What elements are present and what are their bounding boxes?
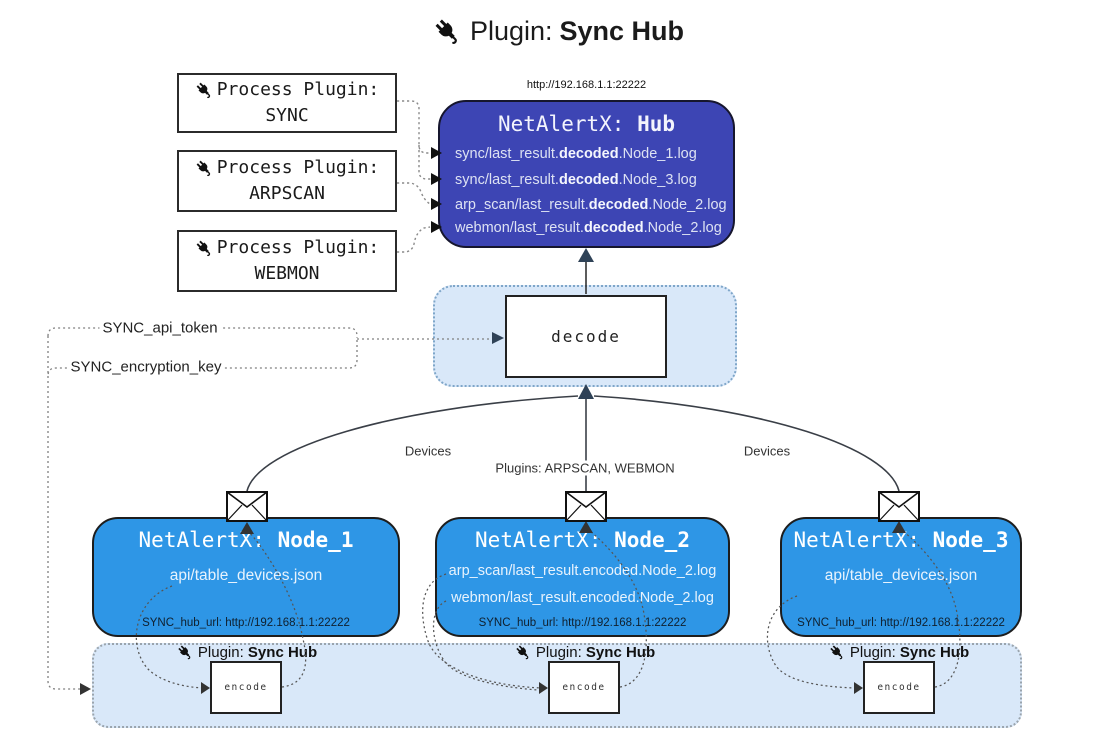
process-plugin-name: WEBMON: [254, 263, 320, 284]
node-title: NetAlertX: Node_2: [475, 528, 690, 552]
encode-box: encode: [863, 661, 935, 714]
process-plugin-label: Process Plugin:: [216, 237, 380, 258]
node-hub-url: SYNC_hub_url: http://192.168.1.1:22222: [797, 617, 1005, 629]
node-title: NetAlertX: Node_1: [138, 528, 354, 552]
node-hub-url: SYNC_hub_url: http://192.168.1.1:22222: [142, 617, 350, 629]
hub-box: NetAlertX: Hub sync/last_result.decoded.…: [438, 100, 735, 248]
node-title: NetAlertX: Node_3: [793, 528, 1009, 552]
node-to-decode-curves: [246, 395, 900, 492]
hub-log-line: webmon/last_result.decoded.Node_2.log: [455, 220, 722, 236]
page-title-bold: Sync Hub: [559, 16, 685, 46]
node-hub-url: SYNC_hub_url: http://192.168.1.1:22222: [478, 617, 687, 629]
node-file-line: arp_scan/last_result.encoded.Node_2.log: [448, 563, 717, 579]
node-file-lines: arp_scan/last_result.encoded.Node_2.log …: [437, 558, 728, 612]
sync-hub-plugin-label: Plugin: Sync Hub: [177, 644, 317, 661]
node-box-node3: NetAlertX: Node_3 api/table_devices.json…: [780, 517, 1022, 637]
plug-icon: [196, 240, 210, 256]
sync-hub-plugin-label: Plugin: Sync Hub: [515, 644, 655, 661]
process-plugin-label: Process Plugin:: [216, 79, 380, 100]
encode-box: encode: [548, 661, 620, 714]
edge-label-devices-left: Devices: [401, 443, 455, 459]
process-plugin-name: SYNC: [265, 105, 309, 126]
envelope-icon: [226, 491, 268, 522]
hub-log-line: arp_scan/last_result.decoded.Node_2.log: [455, 197, 727, 213]
encode-box: encode: [210, 661, 282, 714]
process-plugin-name: ARPSCAN: [249, 183, 325, 204]
decode-to-hub-arrow-icon: [578, 248, 594, 262]
page-title: Plugin: Sync Hub: [0, 16, 1117, 47]
plug-icon: [196, 160, 210, 176]
sync-encryption-key-label: SYNC_encryption_key: [67, 358, 225, 376]
band-entry-arrow-icon: [80, 683, 91, 695]
sync-api-token-label: SYNC_api_token: [99, 319, 221, 337]
process-plugin-box-arpscan: Process Plugin: ARPSCAN: [177, 150, 397, 212]
decode-box: decode: [505, 295, 667, 378]
envelope-icon: [565, 491, 607, 522]
hub-log-list: sync/last_result.decoded.Node_1.log sync…: [440, 141, 733, 239]
envelope-icon: [878, 491, 920, 522]
node-box-node2: NetAlertX: Node_2 arp_scan/last_result.e…: [435, 517, 730, 637]
hub-title-prefix: NetAlertX:: [497, 112, 638, 136]
hub-title: NetAlertX: Hub: [440, 111, 733, 137]
process-plugin-box-webmon: Process Plugin: WEBMON: [177, 230, 397, 292]
plugin-to-hub-connectors: [397, 100, 431, 253]
node-file-line: webmon/last_result.encoded.Node_2.log: [451, 590, 714, 606]
hub-url-label: http://192.168.1.1:22222: [526, 79, 647, 91]
process-plugin-label: Process Plugin:: [216, 157, 380, 178]
node-file-line: api/table_devices.json: [169, 567, 323, 584]
plug-icon: [196, 82, 210, 98]
edge-label-plugins: Plugins: ARPSCAN, WEBMON: [492, 460, 678, 476]
process-plugin-box-sync: Process Plugin: SYNC: [177, 73, 397, 133]
plug-icon: [830, 645, 843, 660]
plug-icon: [435, 19, 457, 44]
node-file-line: api/table_devices.json: [824, 567, 978, 584]
hub-log-line: sync/last_result.decoded.Node_1.log: [455, 146, 697, 162]
plug-icon: [516, 645, 529, 660]
plug-icon: [178, 645, 191, 660]
sync-hub-plugin-label: Plugin: Sync Hub: [829, 644, 969, 661]
hub-title-bold: Hub: [637, 112, 675, 136]
node-box-node1: NetAlertX: Node_1 api/table_devices.json…: [92, 517, 400, 637]
hub-log-line: sync/last_result.decoded.Node_3.log: [455, 172, 697, 188]
edge-label-devices-right: Devices: [740, 443, 794, 459]
page-title-text: Plugin:: [469, 16, 553, 46]
